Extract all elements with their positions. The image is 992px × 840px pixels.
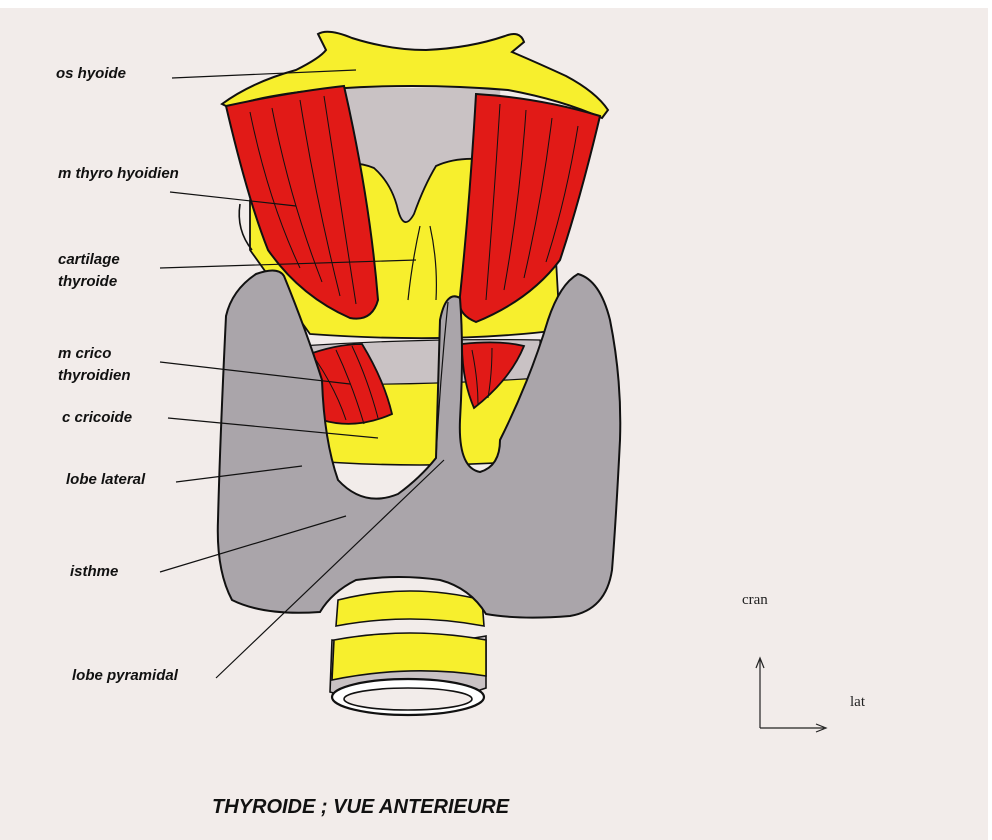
- label-m-crico-thyroidien-line2: thyroidien: [58, 366, 131, 386]
- label-m-crico-thyroidien-line1: m crico: [58, 344, 111, 364]
- label-c-cricoide: c cricoide: [62, 408, 132, 428]
- label-isthme: isthme: [70, 562, 118, 582]
- label-m-thyro-hyoidien: m thyro hyoidien: [58, 164, 179, 184]
- orientation-axes: [756, 658, 826, 732]
- label-lobe-pyramidal: lobe pyramidal: [72, 666, 178, 686]
- orientation-label-cranial: cran: [742, 592, 768, 609]
- orientation-label-lateral: lat: [850, 694, 865, 711]
- diagram-title: THYROIDE ; VUE ANTERIEURE: [212, 796, 509, 819]
- trachea: [330, 591, 486, 715]
- label-cartilage-thyroide-line1: cartilage: [58, 250, 120, 270]
- label-os-hyoide: os hyoide: [56, 64, 126, 84]
- label-cartilage-thyroide-line2: thyroide: [58, 272, 117, 292]
- label-lobe-lateral: lobe lateral: [66, 470, 145, 490]
